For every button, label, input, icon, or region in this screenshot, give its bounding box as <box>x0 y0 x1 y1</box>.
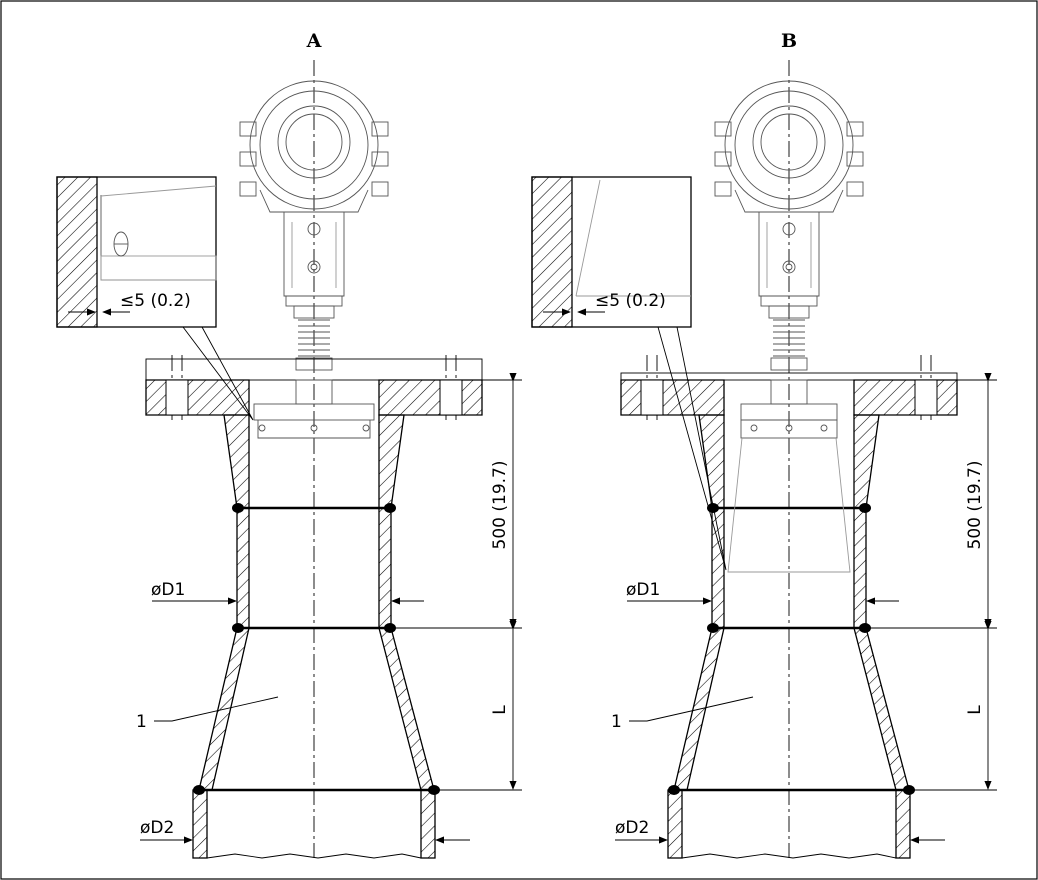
flange <box>145 355 483 420</box>
nozzle-wall <box>667 414 915 859</box>
dimension-height: 500 (19.7) <box>866 372 997 629</box>
diameter-d2: øD2 <box>615 818 945 844</box>
antenna <box>253 379 375 439</box>
item-number: 1 <box>611 712 622 732</box>
dimension-height: 500 (19.7) <box>391 372 522 629</box>
diameter-d2-label: øD2 <box>615 818 649 838</box>
nozzle-wall <box>192 414 440 859</box>
dimension-length: L <box>909 620 997 791</box>
detail-callout: ≤5 (0.2) <box>531 176 727 571</box>
view-b: B <box>531 30 997 859</box>
transmitter-head <box>714 80 864 371</box>
diameter-d1-label: øD1 <box>151 580 185 600</box>
length-dimension-label: L <box>965 705 985 715</box>
diameter-d1-label: øD1 <box>626 580 660 600</box>
diameter-d2-label: øD2 <box>140 818 174 838</box>
diameter-d1: øD1 <box>626 580 899 605</box>
item-callout: 1 <box>611 696 754 732</box>
diameter-d2: øD2 <box>140 818 470 844</box>
flange <box>620 355 958 420</box>
dimension-length: L <box>434 620 522 791</box>
view-title: B <box>781 30 797 52</box>
view-a: A <box>56 30 522 859</box>
wall-offset-label: ≤5 (0.2) <box>120 291 191 311</box>
item-callout: 1 <box>136 696 279 732</box>
detail-callout: ≤5 (0.2) <box>56 176 254 421</box>
horn-antenna <box>727 379 851 573</box>
view-title: A <box>306 30 322 52</box>
length-dimension-label: L <box>490 705 510 715</box>
diameter-d1: øD1 <box>151 580 424 605</box>
height-dimension-label: 500 (19.7) <box>490 461 510 550</box>
height-dimension-label: 500 (19.7) <box>965 461 985 550</box>
item-number: 1 <box>136 712 147 732</box>
wall-offset-label: ≤5 (0.2) <box>595 291 666 311</box>
transmitter-head <box>239 80 389 371</box>
